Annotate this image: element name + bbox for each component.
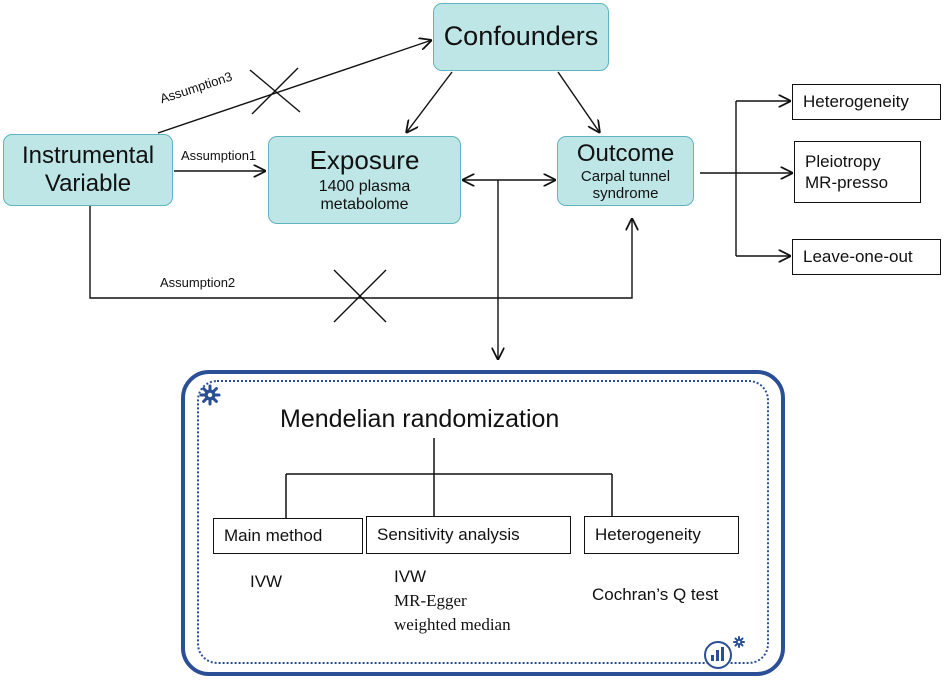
main-method-box: Main method <box>213 518 363 554</box>
gear-small-icon <box>733 635 745 648</box>
confounders-node: Confounders <box>433 3 609 71</box>
instrumental-variable-node: Instrumental Variable <box>3 134 173 206</box>
exposure-title: Exposure <box>309 144 420 175</box>
cross-assumption2 <box>333 269 387 323</box>
heterogeneity-label: Heterogeneity <box>803 92 909 112</box>
mr-panel-title: Mendelian randomization <box>280 405 560 433</box>
sensitivity-analysis-label: Sensitivity analysis <box>377 525 520 545</box>
cross-assumption3 <box>251 67 299 115</box>
leave-one-out-label: Leave-one-out <box>803 247 913 267</box>
main-method-item: IVW <box>250 572 283 591</box>
sensitivity-item: weighted median <box>394 615 511 634</box>
outcome-title: Outcome <box>576 139 675 167</box>
assumption1-label: Assumption1 <box>181 148 257 163</box>
exposure-node: Exposure 1400 plasma metabolome <box>268 136 461 224</box>
heterogeneity-box: Heterogeneity <box>792 84 941 120</box>
outcome-line1: Carpal tunnel <box>580 167 671 185</box>
main-method-label: Main method <box>224 526 323 546</box>
pleiotropy-line1: Pleiotropy <box>805 151 881 171</box>
assumption2-label: Assumption2 <box>160 275 236 290</box>
instrumental-variable-line2: Variable <box>44 170 132 197</box>
sensitivity-item: IVW <box>394 567 427 586</box>
heterogeneity-method-label: Heterogeneity <box>595 525 701 545</box>
confounders-label: Confounders <box>443 21 599 52</box>
heterogeneity-item: Cochran’s Q test <box>592 585 719 604</box>
exposure-line2: metabolome <box>320 195 409 213</box>
path-iv-to-outcome <box>89 205 632 299</box>
sensitivity-analysis-box: Sensitivity analysis <box>366 516 571 554</box>
arrow-confounders-to-exposure <box>406 71 453 133</box>
pleiotropy-line2: MR-presso <box>805 173 889 192</box>
mr-panel-inner-border <box>197 380 769 664</box>
outcome-node: Outcome Carpal tunnel syndrome <box>557 136 694 206</box>
arrow-confounders-to-outcome <box>557 71 600 133</box>
exposure-line1: 1400 plasma <box>318 177 411 195</box>
instrumental-variable-line1: Instrumental <box>21 142 155 170</box>
heterogeneity-method-box: Heterogeneity <box>584 516 739 554</box>
bar-chart-icon <box>704 641 732 669</box>
pleiotropy-box: Pleiotropy MR-presso <box>794 141 921 203</box>
arrow-iv-to-confounders <box>157 40 432 134</box>
gear-icon <box>198 383 222 407</box>
outcome-line2: syndrome <box>592 184 659 202</box>
leave-one-out-box: Leave-one-out <box>792 239 941 275</box>
sensitivity-item: MR-Egger <box>394 591 467 610</box>
